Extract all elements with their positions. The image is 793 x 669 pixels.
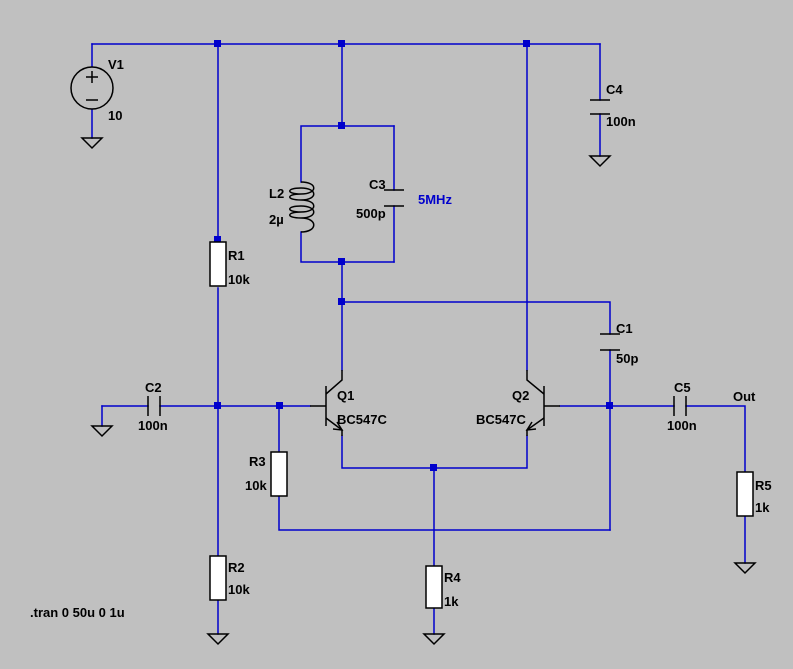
- q1-model-label: BC547C: [337, 412, 387, 427]
- c1-value-label: 50p: [616, 351, 638, 366]
- transistor-q2[interactable]: [525, 370, 560, 436]
- c2-value-label: 100n: [138, 418, 168, 433]
- l2-ref-label: L2: [269, 186, 284, 201]
- resistor-r5[interactable]: [736, 471, 754, 517]
- capacitor-c4[interactable]: [590, 99, 610, 115]
- ground-icon: [90, 425, 114, 438]
- c5-ref-label: C5: [674, 380, 691, 395]
- r3-value-label: 10k: [245, 478, 267, 493]
- r1-value-label: 10k: [228, 272, 250, 287]
- q2-model-label: BC547C: [476, 412, 526, 427]
- frequency-annotation: 5MHz: [418, 192, 452, 207]
- voltage-source-v1[interactable]: [70, 66, 114, 110]
- ground-icon: [422, 633, 446, 646]
- r1-ref-label: R1: [228, 248, 245, 263]
- resistor-r1[interactable]: [209, 241, 227, 287]
- q2-ref-label: Q2: [512, 388, 529, 403]
- ground-icon: [588, 155, 612, 168]
- l2-value-label: 2µ: [269, 212, 284, 227]
- r2-value-label: 10k: [228, 582, 250, 597]
- capacitor-c2[interactable]: [147, 396, 161, 416]
- junction-dots: [214, 40, 613, 471]
- capacitor-c3[interactable]: [384, 189, 404, 207]
- c2-ref-label: C2: [145, 380, 162, 395]
- c5-value-label: 100n: [667, 418, 697, 433]
- c3-ref-label: C3: [369, 177, 386, 192]
- resistor-r3[interactable]: [270, 451, 288, 497]
- output-net-label: Out: [733, 389, 756, 404]
- resistor-r2[interactable]: [209, 555, 227, 601]
- v1-ref-label: V1: [108, 57, 124, 72]
- c3-value-label: 500p: [356, 206, 386, 221]
- c4-ref-label: C4: [606, 82, 623, 97]
- r4-value-label: 1k: [444, 594, 459, 609]
- r3-ref-label: R3: [249, 454, 266, 469]
- capacitor-c1[interactable]: [600, 333, 620, 351]
- r5-value-label: 1k: [755, 500, 770, 515]
- c1-ref-label: C1: [616, 321, 633, 336]
- inductor-l2[interactable]: [289, 181, 315, 233]
- capacitor-c5[interactable]: [673, 396, 687, 416]
- v1-value-label: 10: [108, 108, 122, 123]
- ground-icon: [733, 562, 757, 575]
- transistor-q1[interactable]: [310, 370, 344, 436]
- r5-ref-label: R5: [755, 478, 772, 493]
- wires: [91, 43, 746, 635]
- c4-value-label: 100n: [606, 114, 636, 129]
- r4-ref-label: R4: [444, 570, 461, 585]
- spice-directive[interactable]: .tran 0 50u 0 1u: [30, 605, 125, 620]
- ground-icon: [80, 137, 104, 150]
- q1-ref-label: Q1: [337, 388, 354, 403]
- ground-icons: [80, 137, 757, 646]
- resistor-r4[interactable]: [425, 565, 443, 609]
- ground-icon: [206, 633, 230, 646]
- r2-ref-label: R2: [228, 560, 245, 575]
